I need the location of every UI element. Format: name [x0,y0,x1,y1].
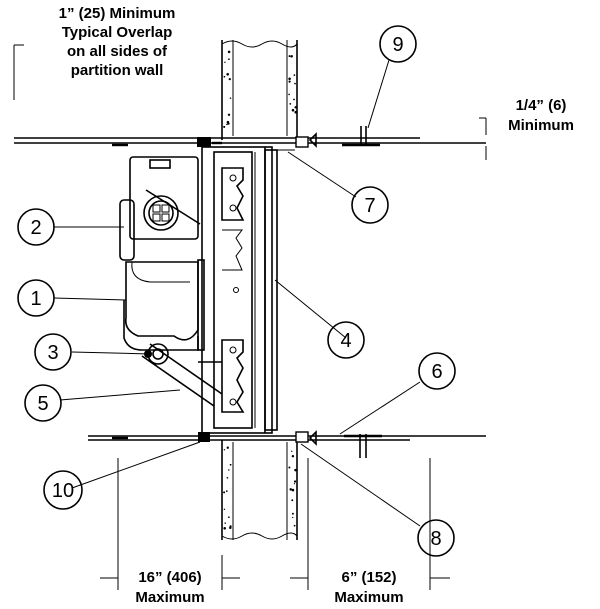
note-16-max-line-2: Maximum [135,589,204,606]
note-6-max-line-2: Maximum [334,589,403,606]
actuator-housing [123,259,205,351]
note-overlap-line-3: on all sides of [67,43,168,60]
callout-4: 4 [327,321,365,359]
damper-blade [264,149,295,431]
damper-frame [201,146,273,434]
callout-1: 1 [17,279,55,317]
callout-10: 10 [43,470,83,510]
note-overlap-line-2: Typical Overlap [62,24,173,41]
callout-8-label: 8 [430,528,441,550]
mounting-angles [197,132,317,446]
note-quarter-min-line-1: 1/4” (6) [516,97,567,114]
callout-6-label: 6 [431,361,442,383]
note-overlap-line-1: 1” (25) Minimum [59,5,176,22]
callout-9: 9 [379,25,417,63]
sleeve-bottom-line [88,434,486,458]
partition-wall-top [221,40,298,140]
note-6-max: 6” (152) Maximum [334,569,403,606]
callout-5: 5 [24,384,62,422]
callout-4-label: 4 [340,330,351,352]
callout-5-label: 5 [37,393,48,415]
callout-1-label: 1 [30,288,41,310]
callout-2-label: 2 [30,217,41,239]
note-16-max: 16” (406) Maximum [135,569,204,606]
note-overlap: 1” (25) Minimum Typical Overlap on all s… [59,5,176,79]
callout-2: 2 [17,208,55,246]
note-quarter-min-line-2: Minimum [508,117,574,134]
linkage-bracket-lower [221,339,245,413]
note-16-max-line-1: 16” (406) [138,569,201,586]
callout-8: 8 [417,519,455,557]
actuator-motor [119,156,201,261]
sleeve-top-line [14,126,486,147]
note-6-max-line-1: 6” (152) [341,569,396,586]
partition-wall-bottom [221,440,298,540]
note-overlap-line-4: partition wall [71,62,164,79]
linkage-bracket-upper [221,167,245,293]
note-quarter-min: 1/4” (6) Minimum [508,97,574,134]
callout-7-label: 7 [364,195,375,217]
callout-9-label: 9 [392,34,403,56]
linkage-arm [141,343,223,407]
leader-lines [53,59,421,527]
callout-3: 3 [34,333,72,371]
dimension-lines [13,44,487,590]
callout-6: 6 [418,352,456,390]
callout-10-label: 10 [52,480,74,502]
callout-7: 7 [351,186,389,224]
callout-3-label: 3 [47,342,58,364]
